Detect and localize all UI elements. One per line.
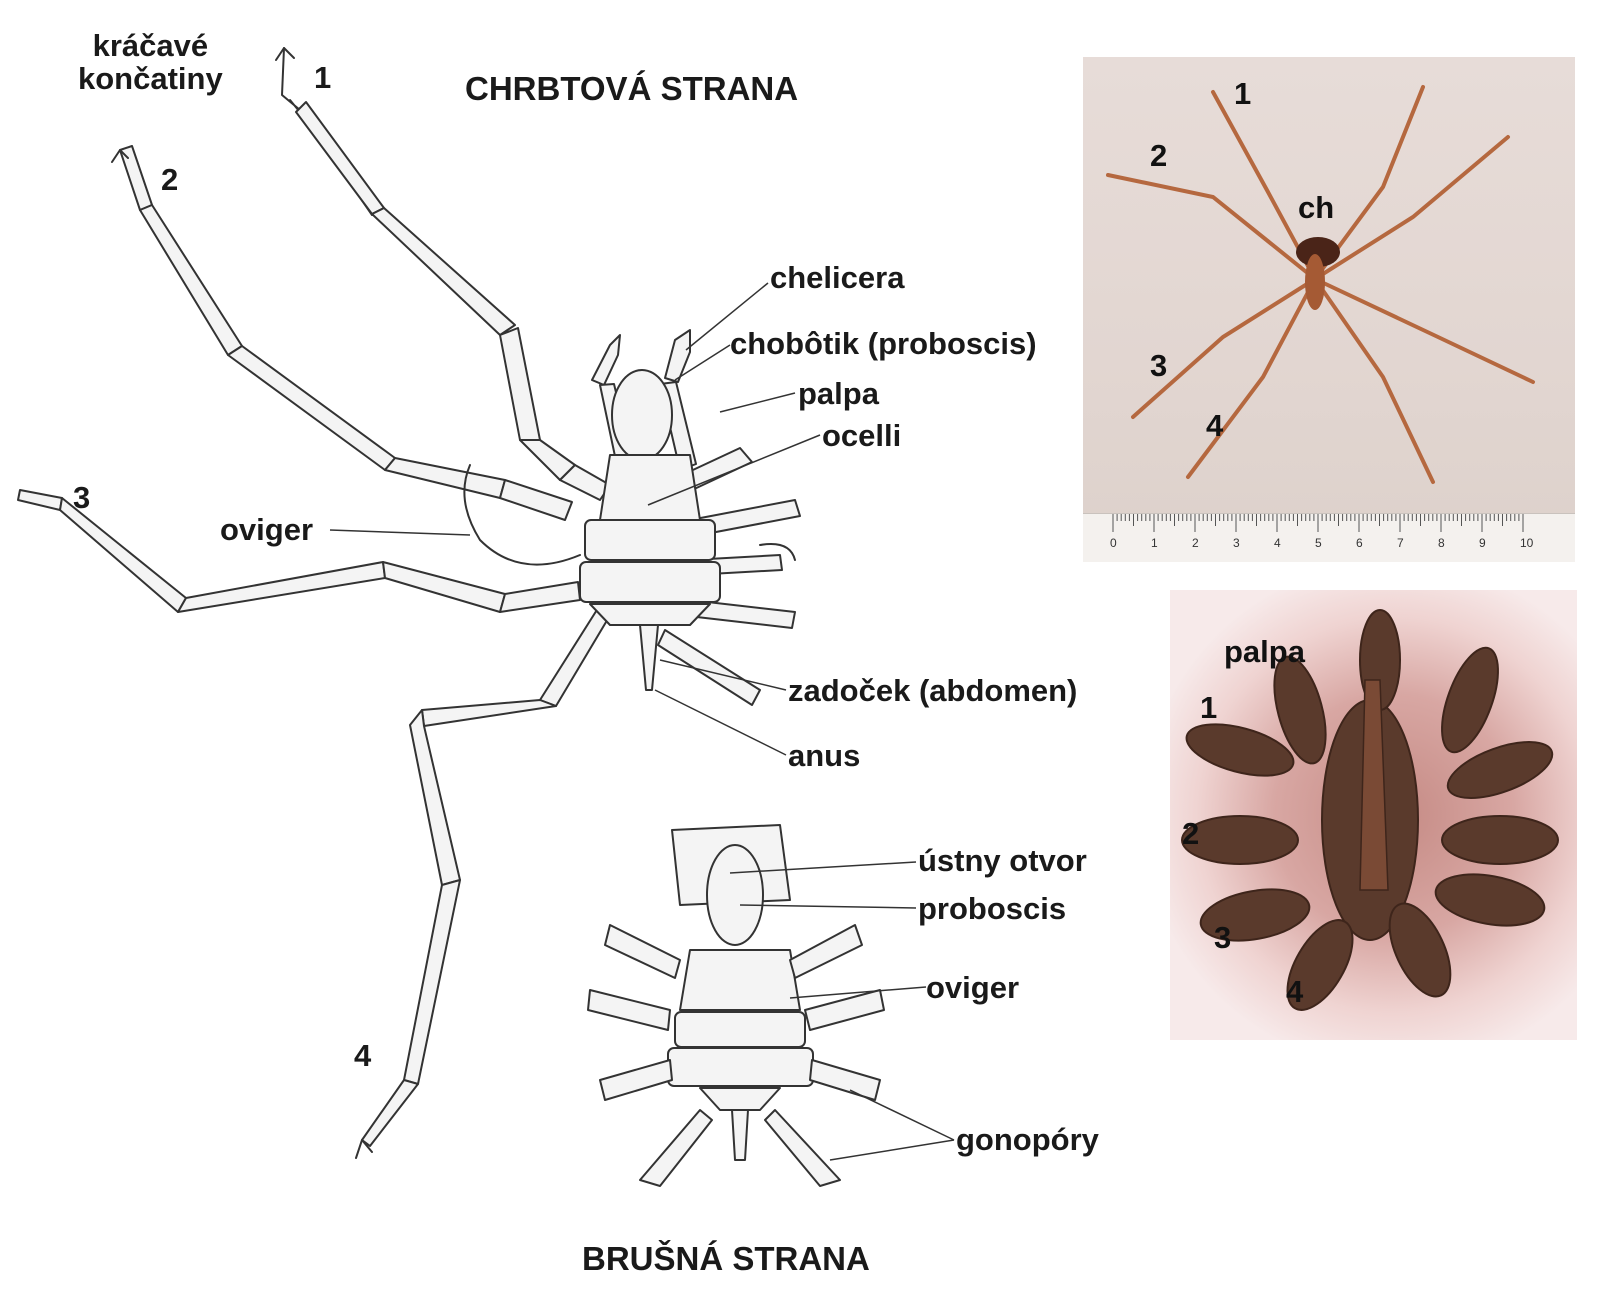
- dorsal-abdomen-shape: [639, 624, 659, 691]
- ruler-tick-label: 2: [1192, 536, 1199, 550]
- specimen-trunk: [1305, 254, 1325, 310]
- photo-top-leg-2: 2: [1150, 138, 1168, 173]
- label-palpa: palpa: [798, 376, 879, 411]
- photo-specimen-closeup: [1170, 590, 1577, 1040]
- ruler-tick-label: 6: [1356, 536, 1363, 550]
- ruler: 0 1 2 3 4 5 6 7 8 9 10: [1083, 513, 1575, 562]
- ruler-ticks: [1112, 514, 1524, 532]
- dorsal-proboscis-shape: [611, 369, 673, 461]
- specimen-closeup-body: [1181, 609, 1559, 1011]
- label-proboscis-dorsal: chobôtik (proboscis): [730, 326, 1037, 361]
- ruler-tick-label: 7: [1397, 536, 1404, 550]
- photo-bottom-leg-4: 4: [1286, 974, 1304, 1009]
- ruler-tick-label: 3: [1233, 536, 1240, 550]
- dorsal-leg-number-3: 3: [73, 480, 91, 515]
- photo-top-leg-4: 4: [1206, 408, 1224, 443]
- specimen-closeup-proboscis: [1359, 679, 1389, 891]
- dorsal-title: CHRBTOVÁ STRANA: [465, 70, 799, 107]
- label-ocelli: ocelli: [822, 418, 902, 453]
- dorsal-leader-lines: [329, 282, 821, 756]
- dorsal-leg-number-1: 1: [314, 60, 332, 95]
- label-oviger-ventral: oviger: [926, 970, 1020, 1005]
- photo-bottom-leg-2: 2: [1182, 816, 1200, 851]
- specimen-dorsal-legs: [1106, 85, 1535, 484]
- dorsal-leg-2: [111, 145, 573, 521]
- photo-top-leg-1: 1: [1234, 76, 1252, 111]
- dorsal-leg-number-4: 4: [354, 1038, 372, 1073]
- dorsal-oviger-shape: [463, 464, 581, 566]
- ruler-tick-label: 8: [1438, 536, 1445, 550]
- ruler-tick-label: 10: [1520, 536, 1534, 550]
- label-mouth: ústny otvor: [918, 843, 1087, 878]
- dorsal-trunk: [579, 454, 721, 626]
- label-oviger-dorsal: oviger: [220, 512, 314, 547]
- dorsal-leg-3: [17, 489, 581, 613]
- ruler-tick-label: 9: [1479, 536, 1486, 550]
- photo-bottom-palpa-label: palpa: [1224, 634, 1305, 669]
- ruler-tick-label: 0: [1110, 536, 1117, 550]
- label-abdomen: zadoček (abdomen): [788, 673, 1078, 708]
- ventral-leader-lines: [729, 861, 955, 1161]
- ventral-title: BRUŠNÁ STRANA: [582, 1240, 870, 1277]
- dorsal-leg-number-2: 2: [161, 162, 179, 197]
- ruler-tick-label: 4: [1274, 536, 1281, 550]
- walking-legs-label: kráčavé končatiny: [78, 28, 223, 96]
- ruler-tick-label: 1: [1151, 536, 1158, 550]
- label-gonopores: gonopóry: [956, 1122, 1099, 1157]
- photo-bottom-leg-3: 3: [1214, 920, 1232, 955]
- photo-top-ch-label: ch: [1298, 190, 1335, 225]
- specimen-chelicerae: [1296, 237, 1340, 267]
- ventral-drawing: [587, 824, 885, 1187]
- label-proboscis-ventral: proboscis: [918, 891, 1067, 926]
- label-chelicera: chelicera: [770, 260, 905, 295]
- photo-bottom-leg-1: 1: [1200, 690, 1218, 725]
- photo-specimen-dorsal: 0 1 2 3 4 5 6 7 8 9 10: [1083, 57, 1575, 562]
- dorsal-leg-1: [275, 47, 611, 501]
- ruler-tick-label: 5: [1315, 536, 1322, 550]
- dorsal-leg-4: [355, 604, 613, 1159]
- ventral-proboscis-shape: [706, 844, 764, 946]
- photo-top-leg-3: 3: [1150, 348, 1168, 383]
- label-anus: anus: [788, 738, 861, 773]
